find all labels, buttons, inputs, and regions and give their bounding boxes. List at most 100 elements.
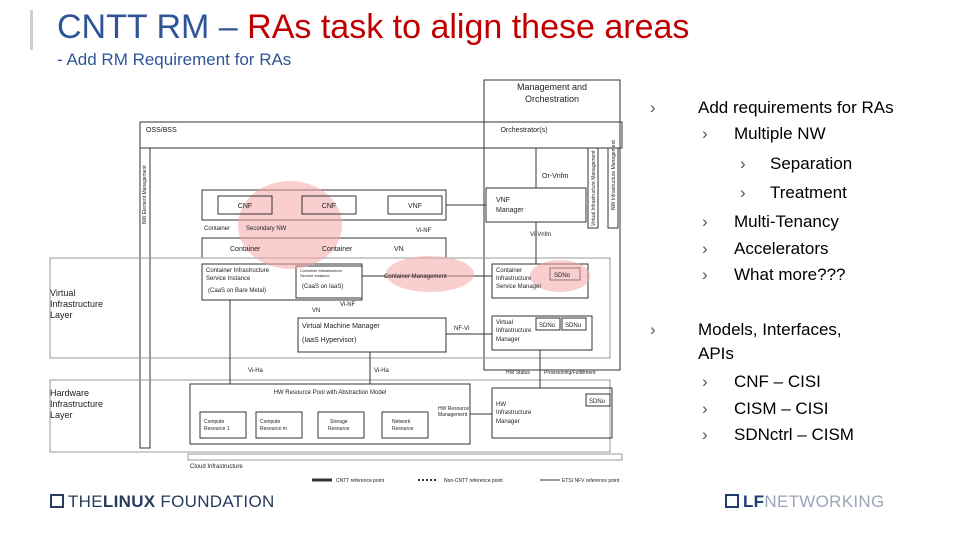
hw-layer-label-1: Hardware — [50, 388, 89, 398]
chevron-right-icon: › — [702, 239, 708, 258]
orchestrator-label: Orchestrator(s) — [500, 127, 547, 134]
sdnu-label: SDNu — [565, 323, 581, 329]
chevron-right-icon: › — [740, 183, 746, 202]
hw-layer-label-3: Layer — [50, 410, 73, 420]
vi-vnfm-label: Vi-Vnfm — [530, 232, 551, 238]
bullet-text: CNF – CISI — [734, 372, 821, 391]
bullet-item: ›Separation — [740, 154, 852, 174]
logo-text-prefix: THE — [68, 492, 103, 511]
bullet-item: ›Models, Interfaces, — [650, 320, 842, 340]
hw-status-label: HW Status — [506, 370, 530, 376]
container-a-label: Container — [230, 246, 261, 253]
bullet-item: › CISM – CISI — [702, 399, 828, 419]
hwim-box — [491, 387, 613, 439]
bullet-item: ›SDNctrl – CISM — [702, 425, 854, 445]
bullet-item: ›Add requirements for RAs — [650, 98, 894, 118]
vim-label-3: Manager — [496, 337, 520, 343]
highlight-multiple-nw — [238, 181, 342, 269]
cnf-1-box — [217, 195, 273, 215]
vn-2-label: VN — [312, 308, 320, 314]
bullet-text: SDNctrl – CISM — [734, 425, 854, 444]
chevron-right-icon: › — [740, 154, 746, 173]
vim-box — [491, 315, 593, 351]
container-label: Container — [204, 226, 230, 232]
vnf-manager-box — [485, 187, 587, 223]
title-accent-bar — [30, 10, 33, 50]
cnf-2-box — [301, 195, 357, 215]
hw-pool-label: HW Resource Pool with Abstraction Model — [274, 390, 387, 396]
nw-infra-mgmt-bar — [607, 147, 619, 229]
vnf-manager-label-2: Manager — [496, 207, 524, 214]
compute-2-label-2: Resource m — [260, 426, 287, 432]
cis-label-1: Container Infrastructure — [206, 268, 270, 274]
bullet-text: What more??? — [734, 265, 846, 284]
chevron-right-icon: › — [702, 124, 708, 143]
virtual-layer-label-3: Layer — [50, 310, 73, 320]
bullet-text: CISM – CISI — [734, 399, 829, 418]
highlight-container-mgmt — [386, 256, 474, 292]
vi-nf-2-label: Vi-NF — [340, 302, 356, 308]
storage-box — [317, 411, 365, 439]
hwim-label-1: HW — [496, 402, 506, 408]
bullet-text: Add requirements for RAs — [698, 98, 894, 117]
cism-label-2: Infrastructure — [496, 276, 532, 282]
diagram-svg: Management and Orchestration OSS/BSS Orc… — [49, 79, 623, 484]
cis-vm-box — [295, 265, 363, 299]
vn-label: VN — [394, 246, 404, 253]
sdno-2-label: SDNo — [539, 323, 556, 329]
title-main: CNTT RM – — [57, 8, 248, 46]
mano-label-2: Orchestration — [525, 94, 579, 104]
compute-2-box — [255, 411, 303, 439]
nw-element-mgmt-label: NW Element Management — [142, 165, 148, 224]
cloud-infra-bar — [187, 453, 623, 461]
chevron-right-icon: › — [702, 399, 708, 418]
legend-cntt-label: CNTT reference point — [336, 478, 385, 484]
chevron-right-icon: › — [702, 372, 708, 391]
mano-label-1: Management and — [517, 82, 587, 92]
hwim-label-3: Manager — [496, 419, 520, 425]
sdnu-2-label: SDNu — [589, 399, 605, 405]
or-vnfm-label: Or-Vnfm — [542, 173, 569, 180]
linux-foundation-logo: THELINUX FOUNDATION — [50, 492, 275, 512]
virtual-layer-box — [49, 257, 611, 359]
bullet-item: ›Multi-Tenancy — [702, 212, 839, 232]
slide-subtitle: - Add RM Requirement for RAs — [57, 50, 292, 69]
vim-vertical-label: Virtual Infrastructure Management — [591, 150, 597, 226]
network-label-1: Network — [392, 419, 411, 425]
mano-box — [483, 79, 621, 371]
provisioning-label: Provisioning/Fulfillment — [544, 370, 596, 376]
cis-vm-label-1: Container Infrastructure — [300, 268, 343, 273]
virtual-layer-label-1: Virtual — [50, 288, 75, 298]
container-mgmt-label: Container Management — [384, 274, 447, 280]
hw-layer-box — [49, 379, 611, 453]
bullet-text: Multiple NW — [734, 124, 826, 143]
chevron-right-icon: › — [702, 265, 708, 284]
highlight-cism — [530, 260, 590, 292]
cis-vm-label-2: Service Instance — [300, 273, 330, 278]
bullet-item: › Multiple NW — [702, 124, 826, 144]
vi-ha-1-label: Vi-Ha — [248, 368, 264, 374]
architecture-diagram: Management and Orchestration OSS/BSS Orc… — [40, 78, 650, 488]
cism-label-3: Service Manager — [496, 284, 541, 290]
virtual-layer-label-2: Infrastructure — [50, 299, 103, 309]
oss-bss-box — [139, 121, 623, 149]
compute-1-label-1: Compute — [204, 419, 225, 425]
slide-title: CNTT RM – RAs task to align these areas — [57, 8, 689, 47]
vi-nf-label: Vi-NF — [416, 228, 432, 234]
logo-text-suffix: FOUNDATION — [155, 492, 275, 511]
bullet-text: APIs — [698, 344, 734, 363]
nw-infra-mgmt-label: NW Infrastructure Management — [611, 140, 617, 210]
vmm-label: Virtual Machine Manager — [302, 323, 380, 330]
compute-2-label-1: Compute — [260, 419, 281, 425]
compute-1-label-2: Resource 1 — [204, 426, 230, 432]
bullet-item: › What more??? — [702, 265, 846, 285]
network-label-2: Resource — [392, 426, 414, 432]
vnf-label: VNF — [408, 203, 422, 210]
vnf-box — [387, 195, 443, 215]
cis-label-2: Service Instance — [206, 276, 251, 282]
iaas-label: (IaaS Hypervisor) — [302, 337, 356, 344]
oss-bss-label: OSS/BSS — [146, 127, 177, 134]
legend-non-label: Non-CNTT reference point — [444, 478, 503, 484]
bullet-item: › CNF – CISI — [702, 372, 821, 392]
title-accent: RAs task to align these areas — [247, 8, 690, 46]
